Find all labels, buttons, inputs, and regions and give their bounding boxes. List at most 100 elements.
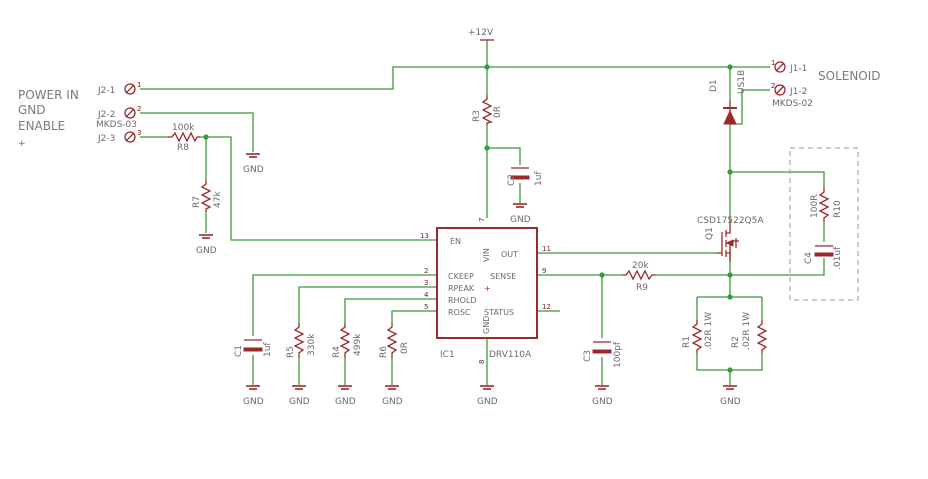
svg-text:R4: R4 [332, 346, 342, 358]
svg-text:1uf: 1uf [263, 342, 273, 357]
ic-drv110a: EN OUT VIN CKEEP SENSE RPEAK + RHOLD ROS… [420, 218, 551, 364]
resistor-r4: R4 499k [332, 323, 363, 358]
svg-text:2: 2 [137, 105, 141, 113]
j2-part-number: MKDS-03 [96, 120, 137, 130]
ground-symbols: GND GND GND GND GND GND GND GND GND GND [196, 153, 741, 407]
j1-part-number: MKDS-02 [772, 99, 813, 109]
svg-text:R7: R7 [192, 196, 202, 208]
svg-text:11: 11 [542, 245, 551, 253]
gnd-shunt: GND [720, 385, 741, 407]
svg-text:J2-1: J2-1 [97, 86, 115, 96]
terminal-j2-3: J2-3 3 [97, 129, 141, 144]
svg-text:1: 1 [771, 59, 775, 67]
terminal-j1-2: J1-2 2 MKDS-02 [771, 82, 813, 109]
resistor-r5: R5 330k [286, 323, 317, 358]
pin-sense: SENSE [490, 272, 516, 281]
svg-text:GND: GND [289, 397, 310, 407]
svg-text:R9: R9 [636, 283, 648, 293]
svg-text:GND: GND [592, 397, 613, 407]
resistor-r2: R2 .02R 1W [731, 312, 768, 353]
label-enable: ENABLE [18, 119, 65, 133]
svg-text:R3: R3 [472, 110, 482, 122]
svg-text:GND: GND [382, 397, 403, 407]
svg-text:R2: R2 [731, 336, 741, 348]
svg-text:J2-2: J2-2 [97, 110, 115, 120]
svg-text:20k: 20k [632, 261, 649, 271]
resistor-r9: 20k R9 [622, 261, 656, 293]
gnd-r4: GND [335, 385, 356, 407]
gnd-c2: GND [510, 203, 531, 225]
gnd-c3: GND [592, 385, 613, 407]
pin-gnd: GND [482, 316, 491, 334]
svg-text:J2-3: J2-3 [97, 134, 115, 144]
svg-text:R5: R5 [286, 346, 296, 358]
svg-text:499k: 499k [353, 333, 363, 356]
capacitor-c1: C1 1uf [234, 339, 273, 357]
gnd-ic: GND [477, 385, 498, 407]
resistor-r10: 100R R10 [810, 188, 843, 222]
pin-rhold: RHOLD [448, 296, 477, 305]
svg-text:.02R 1W: .02R 1W [742, 312, 752, 350]
pin-status: STATUS [484, 308, 514, 317]
svg-text:D1: D1 [709, 79, 719, 92]
svg-text:CSD17522Q5A: CSD17522Q5A [697, 216, 764, 226]
svg-text:C1: C1 [234, 345, 244, 357]
gnd-r6: GND [382, 385, 403, 407]
gnd-r7: GND [196, 234, 217, 256]
resistor-r1: R1 .02R 1W [682, 312, 714, 353]
svg-text:GND: GND [196, 246, 217, 256]
svg-text:C3: C3 [583, 350, 593, 362]
svg-text:J1-1: J1-1 [789, 64, 807, 74]
svg-text:J1-2: J1-2 [789, 87, 807, 97]
snubber-outline [789, 147, 859, 301]
svg-text:1uf: 1uf [534, 171, 544, 186]
junctions [203, 64, 733, 373]
svg-text:2: 2 [771, 82, 775, 90]
capacitor-c4: C4 .01uf [804, 245, 843, 270]
pin-out: OUT [501, 250, 518, 259]
svg-text:12: 12 [542, 303, 551, 311]
svg-text:47k: 47k [213, 191, 223, 208]
svg-text:100R: 100R [810, 195, 820, 218]
svg-text:R6: R6 [379, 346, 389, 358]
terminal-j2-2: J2-2 2 MKDS-03 [96, 105, 141, 130]
connector-j2: J2-1 1 J2-2 2 MKDS-03 J2-3 3 [96, 81, 141, 144]
pin-en: EN [450, 237, 461, 246]
svg-text:100k: 100k [172, 123, 195, 133]
gnd-c1: GND [243, 385, 264, 407]
svg-text:100pf: 100pf [613, 341, 623, 368]
svg-text:8: 8 [478, 360, 486, 364]
terminal-j2-1: J2-1 1 [97, 81, 141, 96]
svg-text:1: 1 [137, 81, 141, 89]
gnd-r5: GND [289, 385, 310, 407]
wires [140, 40, 825, 385]
svg-text:13: 13 [420, 232, 429, 240]
gnd-j2: GND [243, 153, 264, 175]
pin-ckeep: CKEEP [448, 272, 474, 281]
svg-text:.02R 1W: .02R 1W [704, 312, 714, 350]
label-power-in: POWER IN [18, 88, 79, 102]
svg-text:.01uf: .01uf [833, 246, 843, 270]
supply-label: +12V [468, 28, 494, 38]
svg-text:3: 3 [137, 129, 141, 137]
svg-text:9: 9 [542, 267, 546, 275]
pin-rosc: ROSC [448, 308, 471, 317]
svg-text:GND: GND [243, 165, 264, 175]
svg-text:Q1: Q1 [705, 227, 715, 240]
resistor-r3: R3 0R [472, 95, 503, 125]
cursor-plus: + [18, 139, 26, 149]
svg-text:330k: 330k [307, 333, 317, 356]
svg-text:0R: 0R [493, 106, 503, 118]
resistor-r6: R6 0R [379, 323, 410, 358]
resistor-r7: R7 47k [192, 180, 223, 212]
svg-text:5: 5 [424, 303, 428, 311]
svg-text:GND: GND [335, 397, 356, 407]
svg-text:2: 2 [424, 267, 428, 275]
label-gnd-connector: GND [18, 103, 46, 117]
svg-text:R10: R10 [833, 200, 843, 218]
svg-text:C4: C4 [804, 252, 814, 264]
svg-text:0R: 0R [400, 342, 410, 354]
svg-text:GND: GND [510, 215, 531, 225]
svg-text:C2: C2 [507, 174, 517, 186]
